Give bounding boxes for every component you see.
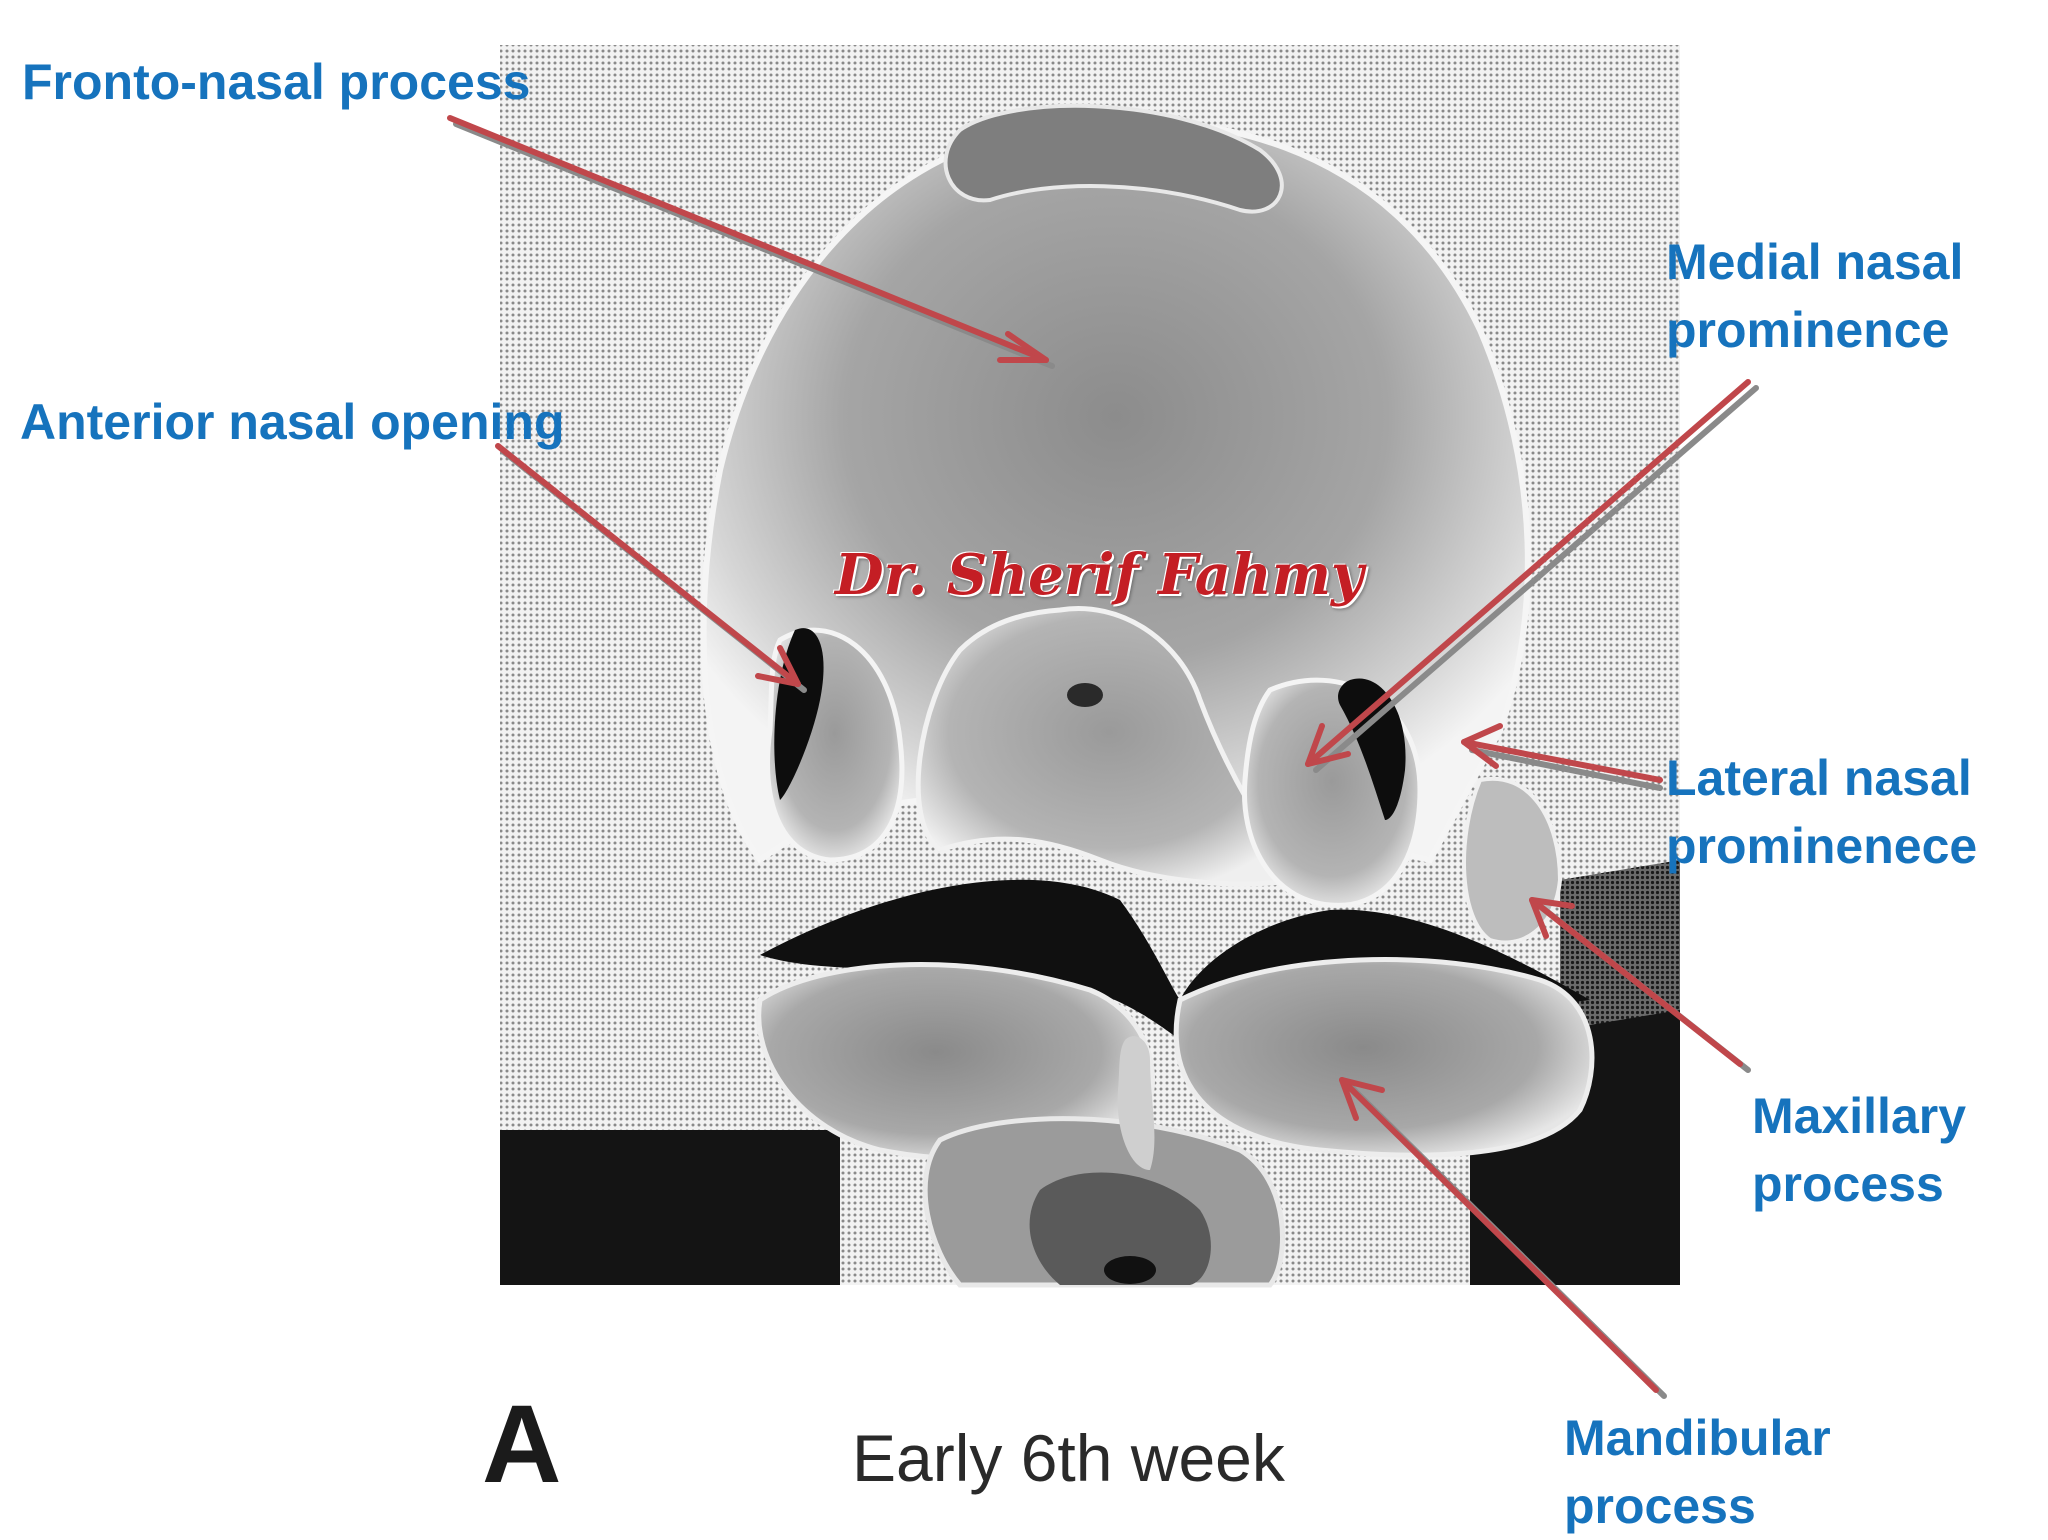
heart-dark-spot bbox=[1104, 1256, 1156, 1284]
arrow-fronto-nasal bbox=[447, 115, 1055, 369]
label-maxillary-line-1: Maxillary bbox=[1752, 1088, 1967, 1144]
label-fronto-nasal-process: Fronto-nasal process bbox=[22, 54, 531, 110]
label-mandibular-process: Mandibular process bbox=[1564, 1404, 1831, 1540]
mandibular-lobe-right bbox=[1173, 957, 1595, 1158]
arrow-medial-nasal bbox=[1305, 379, 1759, 773]
label-lateral-nasal-line-1: Lateral nasal bbox=[1666, 750, 1972, 806]
micrograph-dark-band-left bbox=[500, 1130, 840, 1285]
figure-caption: Early 6th week bbox=[852, 1421, 1285, 1495]
left-nasal-pit bbox=[774, 628, 824, 800]
medial-nasal-region bbox=[915, 606, 1305, 887]
stomodeum-cleft bbox=[760, 879, 1590, 1040]
arrow-lateral-nasal bbox=[1461, 723, 1663, 791]
label-anterior-nasal-opening: Anterior nasal opening bbox=[20, 394, 565, 450]
label-mandibular-line-2: process bbox=[1564, 1478, 1756, 1534]
label-lateral-nasal-line-2: prominenece bbox=[1666, 818, 1978, 874]
arrow-anterior-nasal-opening bbox=[495, 443, 807, 693]
watermark-author: Dr. Sherif Fahmy bbox=[835, 542, 1364, 608]
arrow-maxillary bbox=[1529, 897, 1751, 1073]
figure-panel-letter: A bbox=[482, 1383, 562, 1506]
label-medial-nasal-line-2: prominence bbox=[1666, 302, 1950, 358]
label-lateral-nasal-prominence: Lateral nasal prominenece bbox=[1666, 744, 1977, 880]
right-nasal-pit bbox=[1338, 678, 1406, 820]
label-maxillary-process: Maxillary process bbox=[1752, 1082, 1966, 1218]
label-medial-nasal-prominence: Medial nasal prominence bbox=[1666, 228, 1963, 364]
head-top-bulge bbox=[943, 103, 1284, 214]
label-medial-nasal-line-1: Medial nasal bbox=[1666, 234, 1964, 290]
label-maxillary-line-2: process bbox=[1752, 1156, 1944, 1212]
central-tissue-spike bbox=[1117, 1036, 1155, 1170]
micrograph-side-shadow bbox=[1560, 860, 1680, 1030]
arrow-mandibular bbox=[1339, 1077, 1667, 1399]
label-mandibular-line-1: Mandibular bbox=[1564, 1410, 1831, 1466]
heart-texture bbox=[1029, 1172, 1211, 1285]
pointer-arrows bbox=[447, 115, 1759, 1399]
nasal-pit-center bbox=[1067, 683, 1103, 707]
